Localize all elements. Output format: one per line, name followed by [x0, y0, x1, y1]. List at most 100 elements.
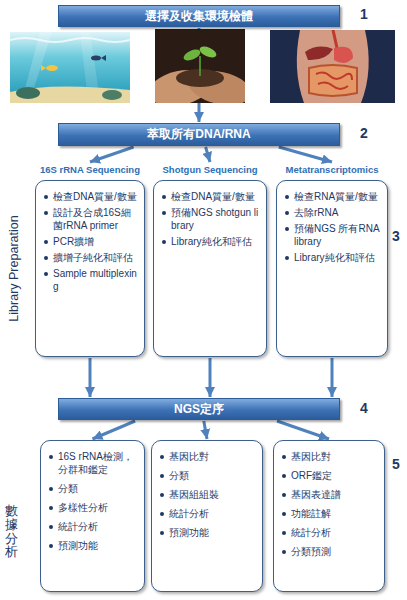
rounded-box: 檢查DNA質量/數量預備NGS shotgun libraryLibrary純化…	[153, 180, 267, 357]
bullet-dot	[282, 455, 286, 459]
bullet-item: 基因組組裝	[158, 488, 257, 501]
rounded-box: 基因比對分類基因組組裝統計分析預測功能	[151, 440, 263, 592]
rounded-box: 檢查RNA質量/數量去除rRNA預備NGS 所有RNA libraryLibra…	[276, 180, 388, 357]
bullet-item: 預測功能	[47, 539, 139, 552]
rounded-box: 基因比對ORF鑑定基因表達譜功能註解統計分析分類預測	[273, 440, 385, 592]
step-text: 分類預測	[291, 545, 331, 558]
bullet-dot	[160, 512, 164, 516]
bullet-item: 檢查DNA質量/數量	[160, 190, 261, 203]
bullet-dot	[49, 525, 53, 529]
bullet-item: 分類預測	[280, 545, 379, 558]
bullet-dot	[44, 272, 48, 276]
bullet-dot	[162, 211, 166, 215]
step-text: 統計分析	[291, 526, 331, 539]
step-text: 基因比對	[169, 450, 209, 463]
step-text: 檢查DNA質量/數量	[53, 190, 137, 203]
bullet-dot	[285, 256, 289, 260]
bullet-item: 分類	[47, 482, 139, 495]
method-box: 16S rRNA Sequencing檢查DNA質量/數量設計及合成16S細菌r…	[35, 163, 145, 357]
step-text: 16S rRNA檢測，分群和鑑定	[58, 450, 139, 476]
step-text: 預測功能	[58, 539, 98, 552]
step-text: 分類	[58, 482, 78, 495]
bullet-dot	[285, 227, 289, 231]
step-number: 4	[360, 400, 368, 416]
ocean-photo	[10, 32, 130, 103]
bullet-item: 統計分析	[280, 526, 379, 539]
esophagus	[333, 30, 337, 48]
rock	[16, 87, 40, 99]
sand-floor	[10, 86, 130, 103]
step-banner: 選擇及收集環境檢體	[58, 5, 340, 27]
step-text: 功能註解	[291, 507, 331, 520]
small-intestine	[316, 72, 352, 89]
fish	[46, 65, 58, 71]
rounded-box: 檢查DNA質量/數量設計及合成16S細菌rRNA primerPCR擴增擴增子純…	[35, 180, 145, 357]
step-text: 設計及合成16S細菌rRNA primer	[53, 206, 139, 232]
bullet-dot	[282, 474, 286, 478]
bullet-item: 基因表達譜	[280, 488, 379, 501]
bullet-item: 擴增子純化和評估	[42, 251, 139, 264]
step-banner: NGS定序	[58, 398, 340, 420]
banner-text: 萃取所有DNA/RNA	[147, 127, 250, 142]
bullet-dot	[282, 512, 286, 516]
bullet-item: 16S rRNA檢測，分群和鑑定	[47, 450, 139, 476]
step-text: 預備NGS 所有RNA library	[294, 222, 382, 248]
large-intestine	[309, 65, 357, 96]
water-surface	[10, 38, 130, 42]
method-heading: Shotgun Sequencing	[153, 163, 267, 177]
step-text: 分類	[169, 469, 189, 482]
bullet-dot	[282, 550, 286, 554]
analysis-box: 基因比對ORF鑑定基因表達譜功能註解統計分析分類預測	[273, 440, 385, 592]
method-box: Metatranscriptomics檢查RNA質量/數量去除rRNA預備NGS…	[276, 163, 388, 357]
rounded-box: 16S rRNA檢測，分群和鑑定分類多樣性分析統計分析預測功能	[40, 440, 145, 592]
bullet-dot	[49, 455, 53, 459]
step-text: 基因表達譜	[291, 488, 341, 501]
step-number: 1	[360, 6, 368, 22]
flow-arrow	[90, 147, 134, 162]
bullet-dot	[160, 531, 164, 535]
banner-text: 選擇及收集環境檢體	[145, 9, 253, 24]
liver	[305, 47, 333, 60]
bullet-dot	[44, 240, 48, 244]
bullet-item: PCR擴增	[42, 235, 139, 248]
step-text: 多樣性分析	[58, 501, 108, 514]
gut-photo	[270, 30, 395, 103]
bullet-dot	[44, 256, 48, 260]
bullet-dot	[160, 493, 164, 497]
fish-tail	[101, 55, 106, 61]
stomach	[334, 47, 353, 63]
bullet-item: 預備NGS 所有RNA library	[283, 222, 382, 248]
side-label: Library Preparation	[7, 215, 22, 321]
step-number: 5	[392, 456, 400, 472]
bullet-item: 去除rRNA	[283, 206, 382, 219]
bullet-item: 功能註解	[280, 507, 379, 520]
bullet-dot	[282, 531, 286, 535]
flow-arrow	[206, 147, 210, 162]
step-text: 基因比對	[291, 450, 331, 463]
flow-arrow	[279, 147, 332, 162]
bullet-item: 分類	[158, 469, 257, 482]
side-label: 數據分析	[5, 505, 18, 560]
bullet-dot	[162, 240, 166, 244]
flow-arrow	[93, 421, 136, 439]
step-text: 預測功能	[169, 526, 209, 539]
step-text: 檢查DNA質量/數量	[171, 190, 255, 203]
fish-tail	[41, 65, 46, 71]
bullet-item: 多樣性分析	[47, 501, 139, 514]
bullet-item: 預備NGS shotgun library	[160, 206, 261, 232]
bullet-dot	[44, 211, 48, 215]
bullet-item: 預測功能	[158, 526, 257, 539]
leaf	[182, 47, 202, 63]
step-number: 2	[360, 125, 368, 141]
bullet-dot	[162, 195, 166, 199]
bullet-dot	[285, 211, 289, 215]
plant-stem	[199, 56, 201, 76]
flow-arrow	[209, 358, 212, 397]
bullet-item: 基因比對	[158, 450, 257, 463]
flow-arrow	[204, 421, 207, 439]
step-text: 統計分析	[58, 520, 98, 533]
step-text: 檢查RNA質量/數量	[294, 190, 378, 203]
bullet-dot	[160, 455, 164, 459]
